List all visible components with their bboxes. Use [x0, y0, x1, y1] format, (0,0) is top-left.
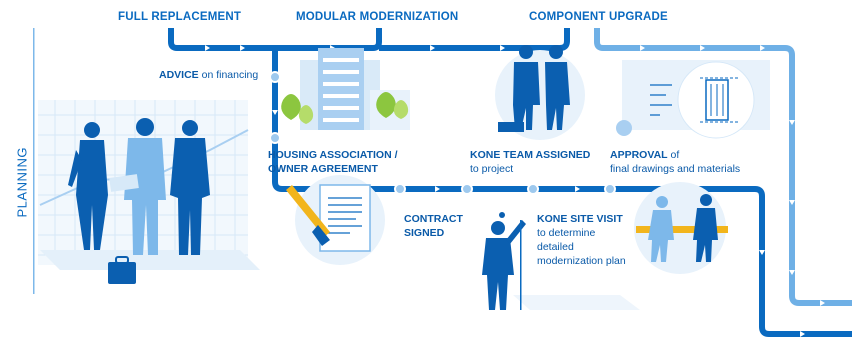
header-full-replacement: FULL REPLACEMENT: [118, 11, 242, 23]
step-site-title: KONE SITE VISIT: [537, 213, 623, 225]
step-housing-agreement: HOUSING ASSOCIATION / OWNER AGREEMENT: [268, 148, 398, 176]
step-advice: ADVICE on financing: [159, 68, 258, 82]
step-kone-site-visit: KONE SITE VISIT to determine detailed mo…: [537, 212, 626, 268]
person-woman: [68, 122, 108, 250]
step-kone-team-title: KONE TEAM ASSIGNED: [470, 149, 591, 161]
step-site-line2: to determine: [537, 227, 596, 239]
step-housing-line2: OWNER AGREEMENT: [268, 163, 378, 175]
arrow-icon: [800, 331, 805, 337]
step-approval-title: APPROVAL: [610, 149, 668, 161]
pen-icon: [286, 185, 330, 246]
step-advice-title: ADVICE: [159, 69, 199, 81]
person-man-right: [170, 120, 210, 255]
kone-team-scene: [495, 45, 585, 140]
arrow-icon: [430, 45, 435, 51]
step-nodes: [269, 71, 616, 195]
step-contract-signed: CONTRACT SIGNED: [404, 212, 463, 240]
briefcase-icon: [108, 256, 136, 284]
light-track-arrows: [640, 45, 825, 306]
header-component-upgrade: COMPONENT UPGRADE: [529, 11, 668, 23]
step-approval-desc: final drawings and materials: [610, 163, 741, 175]
planning-side-line: [33, 28, 35, 294]
arrow-icon: [435, 186, 440, 192]
step-contract-line2: SIGNED: [404, 227, 445, 239]
building-icon: [281, 48, 410, 130]
step-contract-line1: CONTRACT: [404, 213, 463, 225]
person-man-center: [109, 118, 166, 255]
approval-scene: [634, 182, 728, 274]
step-approval-of: of: [667, 149, 680, 161]
arrow-icon: [759, 250, 765, 255]
arrow-icon: [500, 45, 505, 51]
header-modular-modernization: MODULAR MODERNIZATION: [296, 11, 459, 23]
step-housing-line1: HOUSING ASSOCIATION /: [268, 149, 398, 161]
site-visit-scene: [482, 212, 640, 310]
blueprint-icon: [616, 60, 770, 139]
floor-plane: [40, 250, 260, 270]
arrow-icon: [575, 186, 580, 192]
step-site-line3: detailed: [537, 241, 574, 253]
arrow-icon: [240, 45, 245, 51]
step-approval: APPROVAL of final drawings and materials: [610, 148, 740, 176]
step-site-line4: modernization plan: [537, 255, 626, 267]
contract-scene: [286, 175, 385, 265]
arrow-icon: [205, 45, 210, 51]
step-kone-team: KONE TEAM ASSIGNED to project: [470, 148, 590, 176]
arrow-icon: [272, 110, 278, 115]
planning-side-label: PLANNING: [14, 147, 30, 218]
step-advice-desc: on financing: [198, 69, 259, 81]
component-upgrade-track: [594, 28, 852, 306]
step-kone-team-desc: to project: [470, 163, 514, 175]
